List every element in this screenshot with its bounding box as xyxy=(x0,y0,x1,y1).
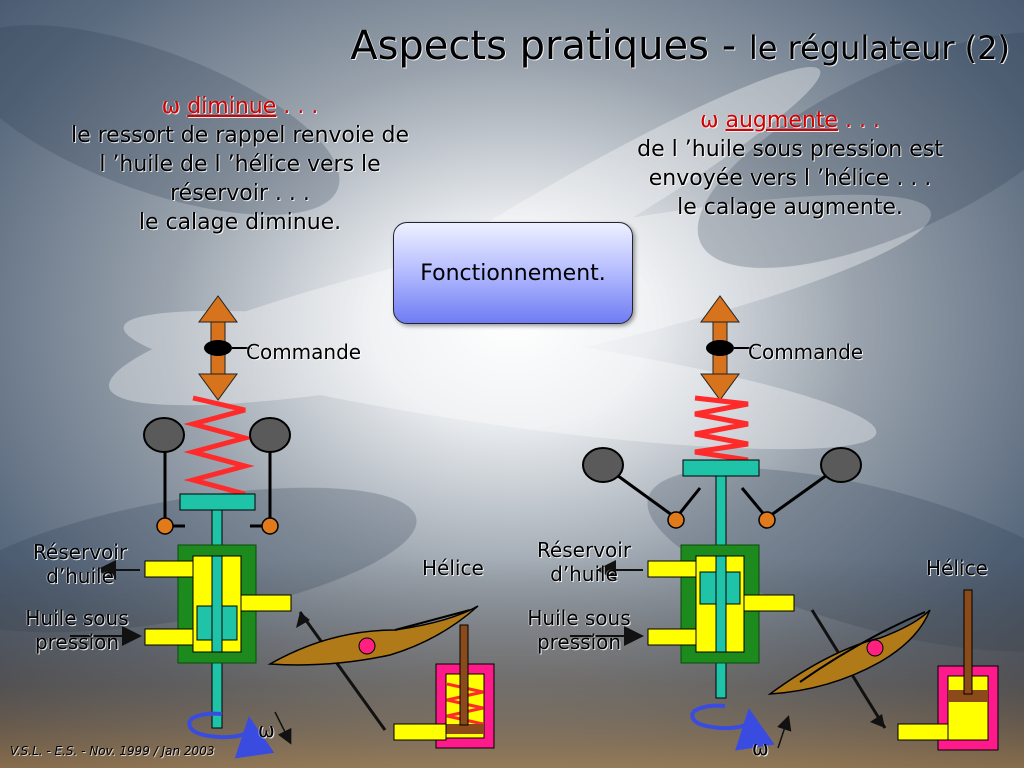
right-reservoir-line1: Réservoir xyxy=(536,538,632,562)
left-omega-label: ω xyxy=(258,718,275,742)
left-spring xyxy=(183,395,255,497)
right-reservoir-label: Réservoir d’huile xyxy=(524,538,644,586)
right-governor xyxy=(570,295,999,751)
left-flyweight-right xyxy=(249,417,291,453)
left-huile-line2: pression xyxy=(34,630,120,654)
title-main: Aspects pratiques - xyxy=(350,23,749,69)
left-reservoir-line2: d’huile xyxy=(46,564,114,588)
right-flyweight-right xyxy=(820,447,862,483)
left-reservoir-line1: Réservoir xyxy=(32,540,128,564)
right-dots: . . . xyxy=(837,108,880,133)
right-reservoir-line2: d’huile xyxy=(550,562,618,586)
right-omega: ω xyxy=(700,108,719,133)
right-omega-label: ω xyxy=(752,736,769,760)
left-huile-label: Huile sous pression xyxy=(12,606,142,654)
right-helice-label: Hélice xyxy=(926,556,988,580)
left-explanation: ω diminue . . . le ressort de rappel ren… xyxy=(20,92,460,237)
right-command-arrow[interactable] xyxy=(700,295,754,401)
right-propeller-blade xyxy=(767,609,931,695)
right-huile-line2: pression xyxy=(536,630,622,654)
right-heading: ω augmente . . . xyxy=(580,106,1000,135)
right-line: le calage augmente. xyxy=(677,195,903,220)
left-heading: ω diminue . . . xyxy=(20,92,460,121)
right-flyweight-left xyxy=(582,447,624,483)
left-line: réservoir . . . xyxy=(170,181,310,206)
slide-title: Aspects pratiques - le régulateur (2) xyxy=(180,20,1010,74)
left-huile-line1: Huile sous xyxy=(25,606,129,630)
right-propeller-hub xyxy=(866,639,884,657)
left-dots: . . . xyxy=(276,94,319,119)
left-lead: diminue xyxy=(187,94,277,119)
fonctionnement-button[interactable]: Fonctionnement. xyxy=(393,222,633,324)
left-governor xyxy=(70,295,495,759)
fonctionnement-label: Fonctionnement. xyxy=(420,260,606,286)
right-huile-label: Huile sous pression xyxy=(514,606,644,654)
left-flyweight-left xyxy=(143,417,185,453)
left-line: l ’huile de l ’hélice vers le xyxy=(99,152,381,177)
right-line: de l ’huile sous pression est xyxy=(637,137,943,162)
left-line: le calage diminue. xyxy=(138,210,342,235)
right-spring xyxy=(694,395,749,463)
right-pitch-cylinder xyxy=(897,589,999,751)
title-sub: le régulateur (2) xyxy=(748,29,1010,67)
left-pitch-cylinder xyxy=(393,624,495,749)
left-propeller-blade xyxy=(267,605,479,666)
footer-credit: V.S.L. - E.S. - Nov. 1999 / Jan 2003 xyxy=(10,744,215,758)
left-commande-label: Commande xyxy=(246,340,362,364)
left-command-arrow[interactable] xyxy=(198,295,252,401)
right-lead: augmente xyxy=(725,108,838,133)
left-omega: ω xyxy=(161,94,181,119)
right-line: envoyée vers l ’hélice . . . xyxy=(648,166,932,191)
right-commande-label: Commande xyxy=(748,340,864,364)
right-huile-line1: Huile sous xyxy=(527,606,631,630)
left-line: le ressort de rappel renvoie de xyxy=(70,123,410,148)
left-reservoir-label: Réservoir d’huile xyxy=(20,540,140,588)
right-explanation: ω augmente . . . de l ’huile sous pressi… xyxy=(580,106,1000,222)
left-helice-label: Hélice xyxy=(422,556,484,580)
left-propeller-hub xyxy=(358,637,376,655)
